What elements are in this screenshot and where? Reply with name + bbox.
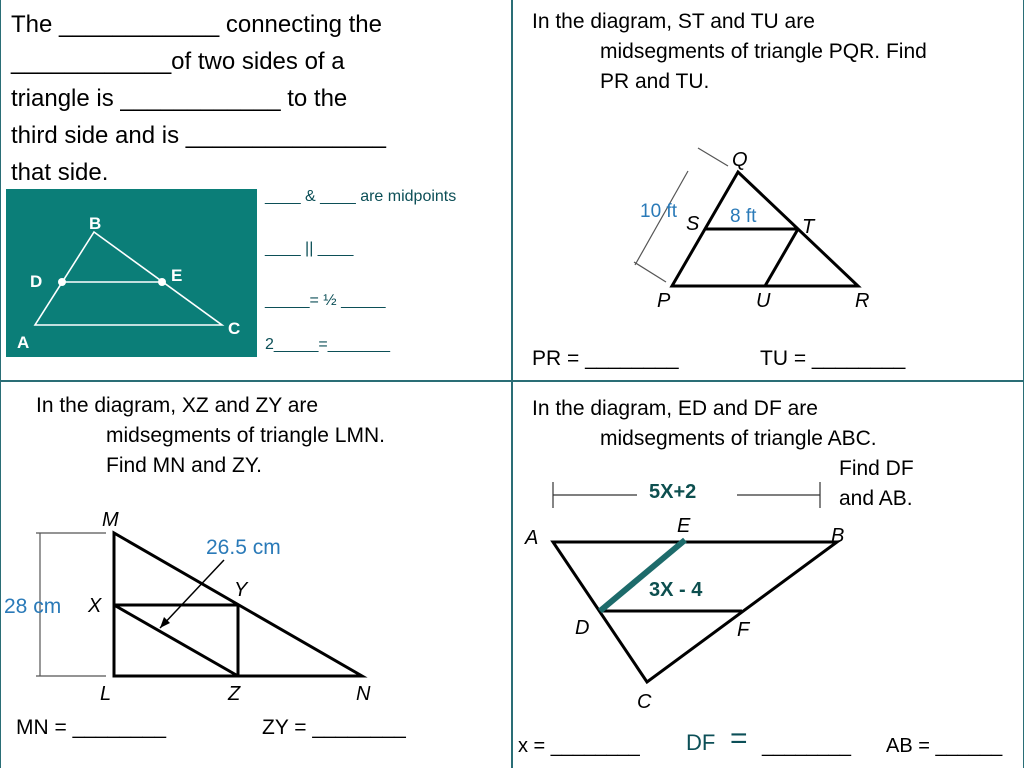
label-m: M [102, 509, 119, 531]
point-e [158, 278, 166, 286]
prompt-line: Find DF [839, 457, 914, 480]
statement-line: ____________of two sides of a [11, 48, 345, 75]
label-e: E [171, 266, 182, 285]
measure-pointer [159, 559, 225, 629]
label-e: E [677, 515, 691, 537]
arrow-head-icon [160, 617, 170, 628]
label-b: B [89, 214, 101, 233]
label-z: Z [227, 683, 241, 705]
measure-diag: 26.5 cm [206, 536, 281, 559]
label-d: D [575, 617, 589, 639]
measure-tick-top [697, 147, 729, 167]
label-y: Y [234, 579, 249, 601]
measure-mid: 8 ft [730, 206, 757, 227]
prompt-line: In the diagram, XZ and ZY are [36, 394, 319, 417]
statement-line: that side. [11, 159, 109, 186]
prompt-line: and AB. [839, 487, 913, 510]
q2-answer-tu: TU = ________ [760, 347, 906, 370]
q4-answer-df-blank: ________ [762, 735, 851, 757]
q4-answer-x: x = ________ [518, 735, 640, 757]
label-c: C [228, 319, 240, 338]
q4-answer-equals: = [730, 722, 748, 755]
blank-midpoints: ____ & ____ are midpoints [265, 188, 457, 205]
prompt-line: Find MN and ZY. [106, 454, 263, 477]
midsegment-tu [763, 228, 800, 287]
label-t: T [802, 216, 816, 238]
label-a: A [524, 527, 538, 549]
label-l: L [100, 683, 111, 705]
q3-answer-mn: MN = ________ [16, 716, 167, 739]
q4-answer-ab: AB = ______ [886, 735, 1003, 757]
statement-line: The ____________ connecting the [11, 11, 382, 38]
diagram-background [6, 189, 257, 357]
label-b: B [831, 525, 844, 547]
triangle-abc [33, 230, 225, 326]
grid-line-vertical [511, 0, 513, 768]
label-x: X [87, 595, 102, 617]
prompt-line: midsegments of triangle ABC. [600, 427, 877, 450]
measure-side: 10 ft [640, 201, 678, 222]
q2-prompt: In the diagram, ST and TU are midsegment… [532, 7, 1017, 97]
label-r: R [855, 290, 869, 312]
q3-answer-zy: ZY = ________ [262, 716, 406, 739]
label-s: S [686, 213, 700, 235]
label-q: Q [732, 149, 748, 171]
label-u: U [756, 290, 771, 312]
label-f: F [737, 619, 751, 641]
grid-line-horizontal [0, 380, 1024, 382]
q3-triangle-diagram: 28 cm 26.5 cm M X Y L Z N [4, 509, 371, 705]
q1-triangle-diagram: B D E A C [6, 189, 257, 357]
prompt-line: midsegments of triangle LMN. [106, 424, 385, 447]
point-d [58, 278, 66, 286]
expr-top: 5X+2 [649, 481, 696, 503]
label-c: C [637, 691, 652, 713]
expr-mid: 3X - 4 [649, 579, 703, 601]
q4-triangle-diagram: 5X+2 3X - 4 A E B D F C [524, 481, 844, 713]
q1-blank-list: ____ & ____ are midpoints ____ || ____ _… [265, 188, 510, 354]
statement-line: triangle is ____________ to the [11, 85, 348, 112]
prompt-line: In the diagram, ED and DF are [532, 397, 818, 420]
statement-line: third side and is _______________ [11, 122, 386, 149]
prompt-line: PR and TU. [600, 70, 710, 93]
measure-height: 28 cm [4, 595, 61, 618]
midsegment-ed-highlight [598, 537, 687, 614]
q4-answer-df-label: DF [686, 730, 716, 755]
q1-statement: The ____________ connecting the ________… [11, 6, 506, 191]
label-p: P [657, 290, 671, 312]
q2-triangle-diagram: 10 ft 8 ft Q S T P U R [633, 147, 869, 312]
measure-line [634, 170, 689, 266]
blank-parallel: ____ || ____ [265, 240, 354, 257]
measure-tick-bottom [633, 261, 667, 283]
prompt-line: midsegments of triangle PQR. Find [600, 40, 927, 63]
q2-answer-pr: PR = ________ [532, 347, 679, 370]
q3-prompt: In the diagram, XZ and ZY are midsegment… [36, 391, 506, 481]
blank-double: 2_____=_______ [265, 336, 391, 353]
label-d: D [30, 272, 42, 291]
q4-prompt: In the diagram, ED and DF are midsegment… [532, 394, 1017, 514]
prompt-line: In the diagram, ST and TU are [532, 10, 815, 33]
midsegment-xz [113, 603, 239, 678]
blank-half: _____= ½ _____ [265, 292, 386, 309]
frame-left [0, 0, 1, 768]
label-n: N [356, 683, 371, 705]
label-a: A [17, 333, 29, 352]
